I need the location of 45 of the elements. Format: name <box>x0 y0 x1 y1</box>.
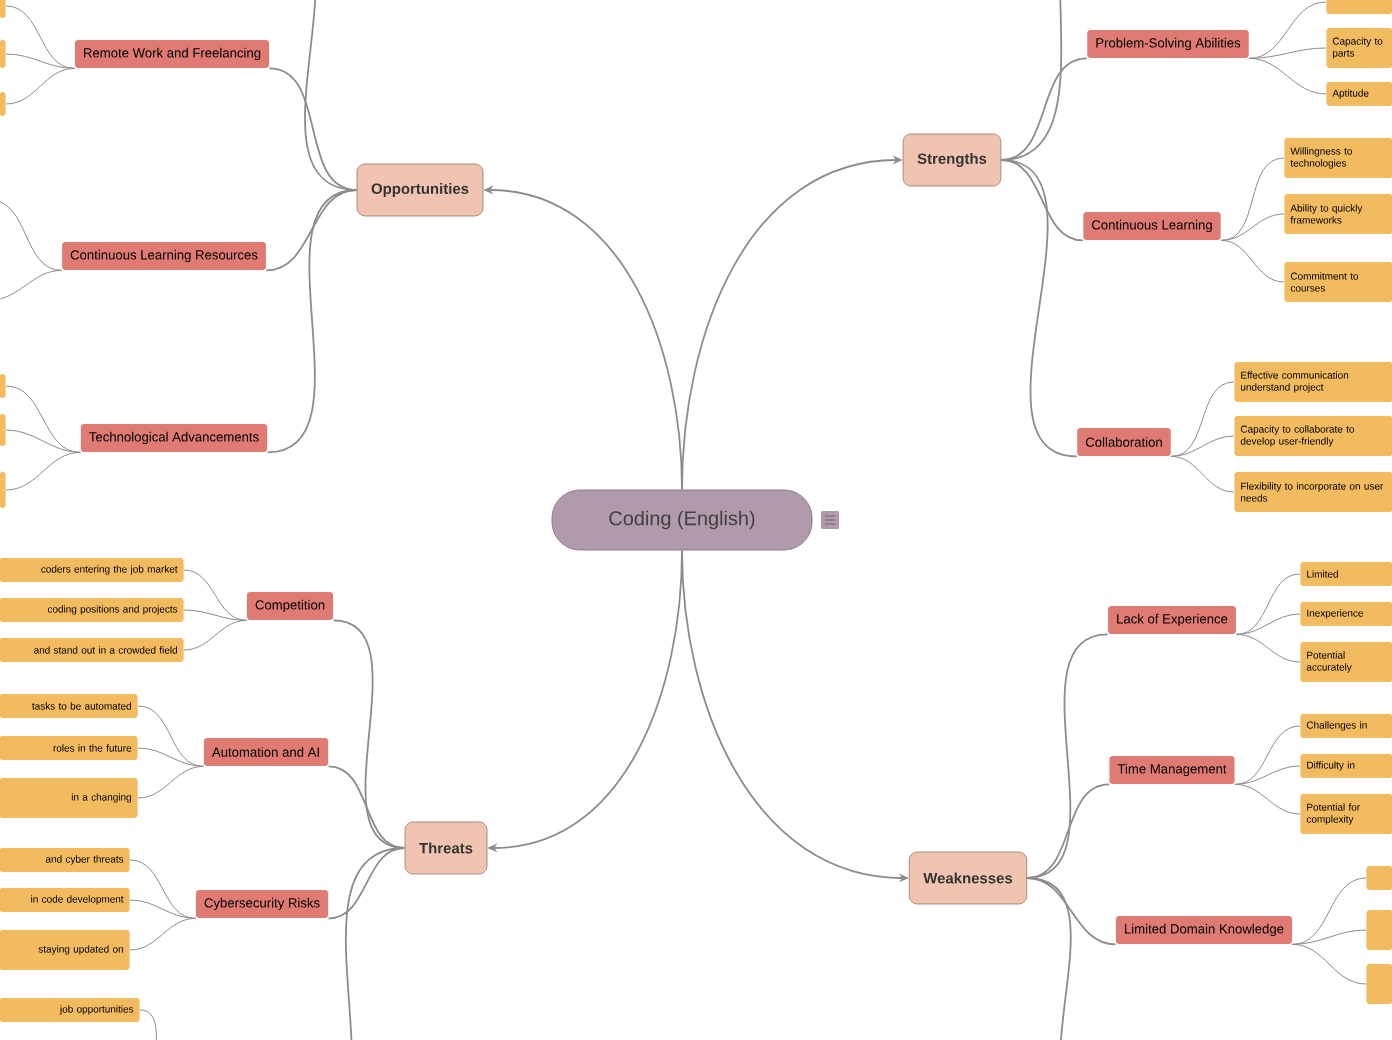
connector-line <box>1235 613 1301 635</box>
connector-line <box>1235 573 1301 635</box>
empty-leaf-box <box>0 0 6 18</box>
connector-line <box>1234 765 1301 785</box>
empty-leaf-box <box>1366 866 1392 890</box>
empty-leaf-box <box>1366 964 1392 1004</box>
empty-leaf-box <box>0 92 6 116</box>
connector-line <box>327 765 406 849</box>
connector-line <box>304 0 358 191</box>
connector-line <box>5 53 76 69</box>
connector-line <box>183 609 248 621</box>
connector-line <box>1235 633 1301 663</box>
connector-line <box>1234 783 1301 815</box>
empty-leaf-box <box>1326 0 1392 14</box>
connector-line <box>1248 1 1327 59</box>
connector-line <box>183 569 248 621</box>
connector-line <box>1234 725 1301 785</box>
connector-line <box>1220 239 1285 283</box>
connector-line <box>0 199 63 271</box>
connector-line <box>345 847 406 1040</box>
connector-line <box>1291 877 1367 945</box>
connector-line <box>1170 381 1235 457</box>
connector-line <box>1291 929 1367 945</box>
connector-line <box>129 917 196 951</box>
connector-line <box>5 5 76 69</box>
connector-line <box>183 619 248 651</box>
empty-leaf-box <box>0 374 6 398</box>
connector-line <box>137 747 204 767</box>
connector-line <box>1220 157 1285 241</box>
connector-line <box>0 269 63 301</box>
empty-leaf-box <box>0 414 6 446</box>
connector-line <box>1170 435 1235 457</box>
connector-line <box>5 429 81 453</box>
connector-line <box>137 765 204 799</box>
empty-leaf-box <box>0 472 6 508</box>
connector-line <box>1000 0 1063 161</box>
connector-line <box>1026 877 1072 1040</box>
central-topic-box: Coding (English) <box>551 489 813 551</box>
empty-leaf-box <box>1366 910 1392 950</box>
empty-leaf-box <box>0 40 6 68</box>
connector-line <box>129 899 196 919</box>
connector-line <box>139 1009 157 1040</box>
connector-line <box>1220 213 1285 241</box>
connector-line <box>1170 455 1235 493</box>
connector-line <box>1248 57 1327 95</box>
